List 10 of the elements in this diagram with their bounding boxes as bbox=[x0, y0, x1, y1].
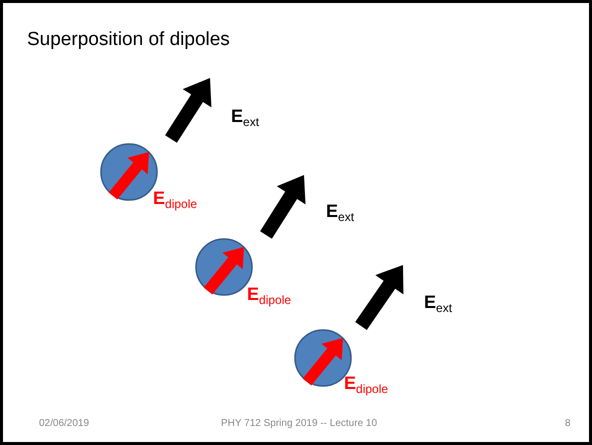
field-label: E$_{dipole}$ bbox=[153, 189, 198, 210]
field-label: E$_{ext}$ bbox=[424, 293, 452, 314]
field-label: E$_{dipole}$ bbox=[247, 285, 292, 306]
footer-text: PHY 712 Spring 2019 -- Lecture 10 bbox=[221, 419, 378, 429]
page-number: 8 bbox=[565, 419, 571, 429]
footer-text: 02/06/2019 bbox=[39, 419, 90, 429]
field-label: E$_{ext}$ bbox=[326, 202, 354, 223]
slide-title: Superposition of dipoles bbox=[27, 29, 230, 51]
field-label: E$_{ext}$ bbox=[231, 107, 260, 128]
field-label: E$_{dipole}$ bbox=[344, 374, 388, 395]
